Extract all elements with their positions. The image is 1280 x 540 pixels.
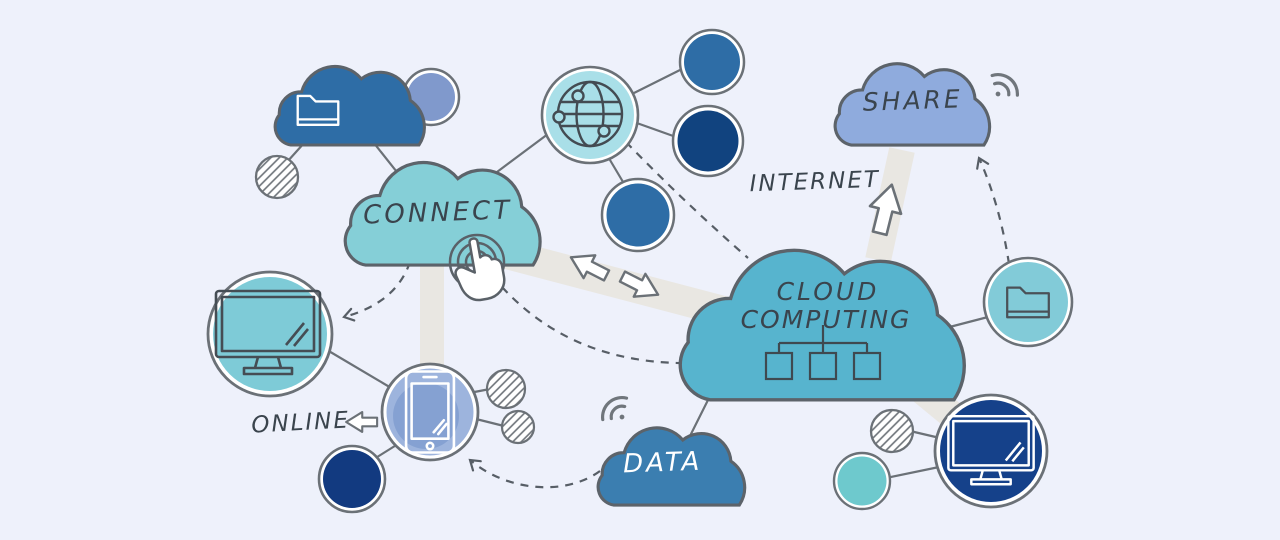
monitor-icon [947,414,1035,486]
dashed-connectors [342,141,1011,489]
monitor-icon [214,289,322,376]
dashed-connect-to-monitor [342,261,412,322]
globe-network-icon [552,80,624,148]
cloud-computing-label-line2: COMPUTING [741,305,912,334]
smartphone-icon [404,370,456,454]
cloud-computing-label-line1: CLOUD [777,277,880,306]
share-label: SHARE [862,84,963,116]
hatched-circle-topleft [254,154,300,200]
hatched-circle-bottomright [869,408,915,454]
wifi-signal-icon [601,396,629,422]
steel-circle-lower [600,177,676,253]
navy-circle-bottomleft [317,444,387,514]
folder-circle-right [982,256,1074,348]
dashed-globe-to-cloudcomputing [625,141,749,259]
folder-icon [1006,286,1050,319]
hatched-circle-phone2 [500,409,536,445]
touch-gesture-icon [448,233,506,302]
folder-icon [296,94,340,126]
teal-circle-small [832,451,892,511]
navy-circle-mid [671,104,745,178]
line-monitor-phone [320,345,400,394]
dashed-folder-to-share [976,156,1011,265]
arrow-up-outline-icon [868,183,903,237]
monitor-circle-navy [933,393,1049,509]
online-label: ONLINE [251,407,351,438]
line-globe-circle2 [632,120,678,139]
double-arrow-outline-icon [569,254,660,298]
dashed-touch-to-cloudcomputing [501,286,715,365]
network-tree-icon [764,325,882,381]
wifi-signal-icon [990,72,1019,97]
line-monitornavy-teal [884,464,946,480]
line-monitornavy-hatch [908,429,942,440]
monitor-circle-left [206,270,334,398]
internet-label: INTERNET [749,167,880,198]
connect-label: CONNECT [363,195,513,230]
arrow-left-outline-icon [345,411,379,433]
steel-circle-top [678,28,746,96]
phone-circle [380,362,480,462]
hatched-circle-phone1 [485,368,527,410]
dashed-data-to-phone [468,458,601,489]
line-globe-circle1 [628,66,686,97]
labels: CONNECT CLOUD COMPUTING SHARE DATA INTER… [251,84,963,479]
data-label: DATA [623,447,703,480]
